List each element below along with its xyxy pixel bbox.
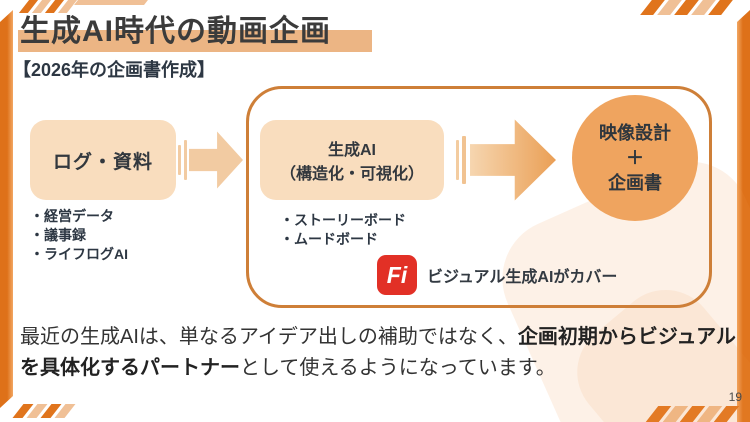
list-item: ・ストーリーボード [280,212,406,228]
output-line2: ＋ [626,147,644,168]
badge-caption: ビジュアル生成AIがカバー [427,269,618,286]
right-edge-bar [737,10,750,422]
flow-arrow-right-icon [189,129,243,191]
ai-tool-badge: Fi ビジュアル生成AIがカバー [377,255,617,295]
process-bullet-list: ・ストーリーボード ・ムードボード [280,211,406,249]
flow-node-process-line2: （構造化・可視化） [279,166,424,183]
flow-node-output-circle: 映像設計 ＋ 企画書 [572,95,698,221]
flow-node-process-line1: 生成AI [327,142,376,159]
flow-arrow-right-icon [470,116,556,204]
arrow-motion-line [184,140,187,180]
output-line3: 企画書 [608,172,662,193]
list-item: ・経営データ [30,208,114,224]
arrow-motion-line [178,145,181,175]
corner-stripes-bottom-left-icon [12,404,76,418]
list-item: ・ライフログAI [30,246,128,262]
flow-node-process: 生成AI （構造化・可視化） [260,120,444,200]
summary-part1: 最近の生成AIは、単なるアイデア出しの補助ではなく、 [20,326,518,348]
arrow-motion-line [462,136,466,184]
summary-part3: として使えるようになっています。 [240,357,556,379]
list-item: ・ムードボード [280,231,378,247]
summary-text: 最近の生成AIは、単なるアイデア出しの補助ではなく、企画初期からビジュアルを具体… [20,322,744,384]
page-title: 生成AI時代の動画企画 [20,15,331,48]
flow-node-input: ログ・資料 [30,120,176,200]
flow-node-input-label: ログ・資料 [52,151,153,173]
fi-logo-icon: Fi [377,255,417,295]
output-line1: 映像設計 [599,122,671,143]
title-highlight-bar [18,30,372,52]
arrow-motion-line [456,140,459,180]
summary-part2-bold: 企画初期からビジュアルを具体化するパートナー [20,326,736,379]
page-subtitle: 【2026年の企画書作成】 [13,60,216,80]
input-bullet-list: ・経営データ ・議事録 ・ライフログAI [30,207,128,264]
list-item: ・議事録 [30,227,86,243]
left-edge-bar [0,10,13,408]
process-group-frame [246,86,712,308]
page-number: 19 [728,390,742,404]
